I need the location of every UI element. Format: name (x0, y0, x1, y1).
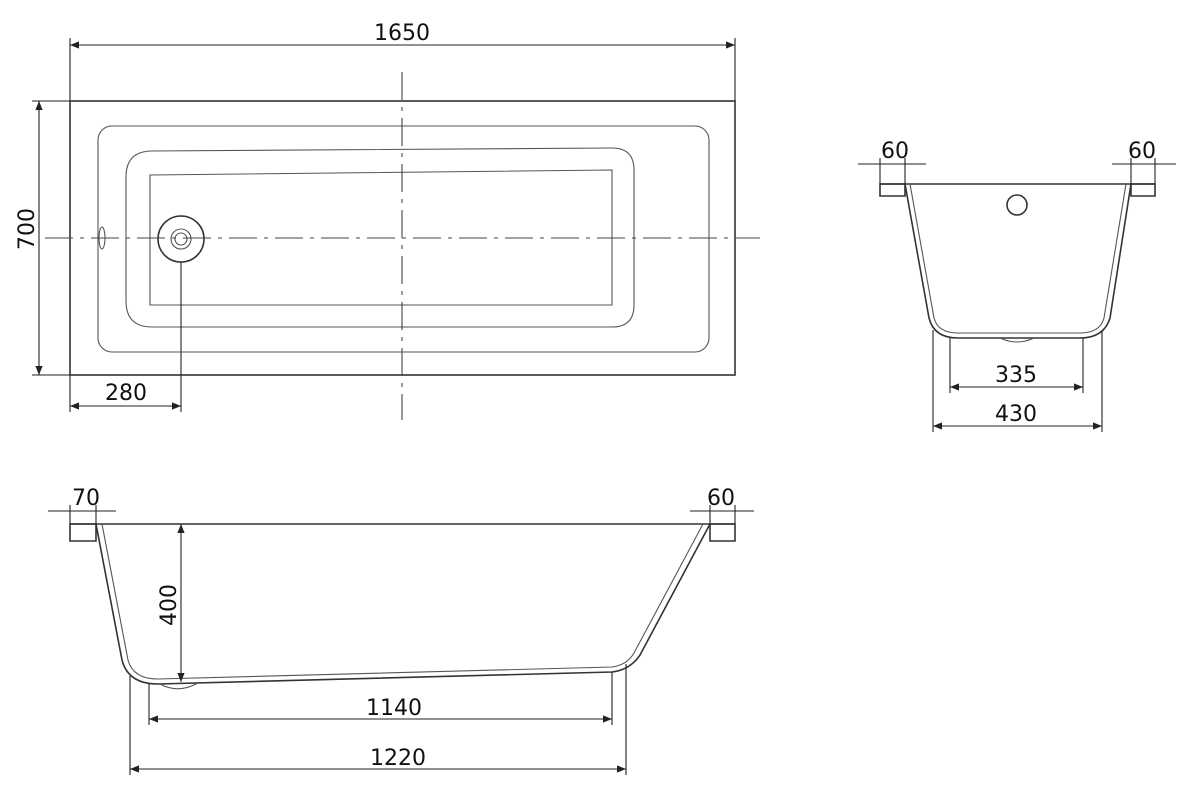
end-view: 60 60 335 430 (858, 139, 1176, 432)
dim-side-bottom-outer: 1220 (370, 746, 426, 771)
dim-end-bottom-outer: 430 (995, 402, 1037, 427)
end-rim-right (1130, 183, 1156, 197)
plan-view: 1650 700 280 (15, 21, 760, 420)
side-rim-left (69, 523, 97, 542)
dim-end-rim-right: 60 (1128, 139, 1156, 164)
plan-basin-floor (149, 169, 613, 306)
drain-icon (157, 215, 205, 263)
dim-plan-width: 700 (15, 208, 40, 250)
dim-side-bottom-inner: 1140 (366, 696, 422, 721)
side-view: 70 60 400 1140 1220 (48, 486, 754, 775)
dim-side-rim-right: 60 (707, 486, 735, 511)
end-drain-outlet (999, 337, 1035, 343)
end-rim-left (879, 183, 906, 197)
dim-drain-offset: 280 (105, 381, 147, 406)
dim-end-bottom-inner: 335 (995, 363, 1037, 388)
plan-basin-outline (125, 147, 635, 328)
plan-inner-rim (97, 125, 710, 353)
side-drain-outlet (159, 682, 199, 690)
end-overflow-icon (1006, 194, 1028, 216)
side-shell-outer (95, 523, 711, 685)
end-shell-outer (904, 183, 1132, 339)
side-rim-right (709, 523, 736, 542)
dim-side-rim-left: 70 (72, 486, 100, 511)
side-shell-inner (101, 523, 704, 680)
dim-plan-length: 1650 (374, 21, 430, 46)
end-shell-inner (909, 183, 1127, 334)
dim-side-depth: 400 (157, 584, 182, 626)
dim-end-rim-left: 60 (881, 139, 909, 164)
